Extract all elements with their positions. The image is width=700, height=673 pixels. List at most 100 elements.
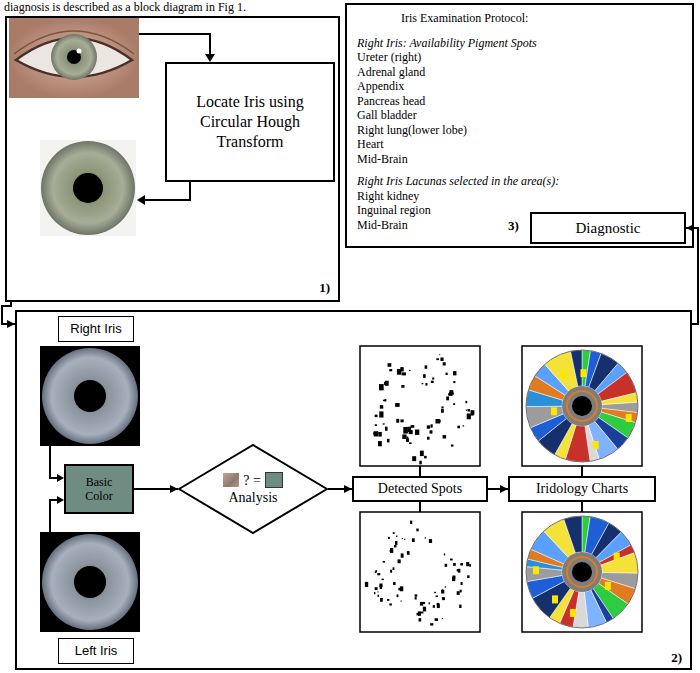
protocol-panel: Iris Examination Protocol:Right Iris: Av… — [345, 3, 694, 248]
figure-rect — [407, 551, 410, 555]
figure-rect — [461, 563, 463, 565]
figure-rect — [412, 456, 416, 461]
figure-rect — [404, 539, 405, 540]
figure-rect — [467, 413, 471, 419]
figure-rect — [443, 435, 447, 438]
figure-rect — [395, 541, 397, 545]
callout-number: 3) — [508, 218, 519, 234]
figure-rect — [430, 430, 433, 433]
figure-rect — [442, 617, 443, 619]
figure-rect — [451, 445, 454, 447]
figure-path — [139, 34, 210, 55]
figure-circle — [526, 350, 638, 462]
chart-sector — [571, 350, 582, 386]
figure-circle — [526, 516, 638, 628]
figure-rect — [432, 378, 434, 380]
figure-rect — [397, 594, 399, 597]
figure-rect — [429, 602, 430, 604]
callout-number: 2) — [671, 650, 682, 666]
figure-rect — [360, 512, 480, 632]
figure-rect — [375, 571, 377, 573]
figure-rect — [393, 567, 395, 570]
chart-sector — [564, 516, 582, 553]
figure-circle — [42, 348, 138, 444]
figure-rect — [415, 597, 417, 600]
figure-rect — [402, 372, 406, 375]
figure-rect — [397, 369, 401, 375]
figure-rect — [445, 586, 446, 587]
figure-rect — [626, 414, 632, 422]
figure-rect — [453, 371, 456, 375]
node-text: Right lung(lower lobe) — [357, 123, 682, 138]
figure-rect — [437, 604, 440, 608]
image-label: Left Iris — [58, 638, 134, 664]
figure-rect — [423, 607, 426, 612]
figure-rect — [365, 582, 368, 587]
process-box: Locate Iris using Circular Hough Transfo… — [165, 62, 335, 182]
iris-sample-icon — [223, 473, 239, 487]
figure-circle — [572, 396, 592, 416]
iridology-chart — [522, 512, 642, 632]
figure-rect — [421, 612, 424, 614]
figure-rect — [437, 419, 438, 421]
eye-photo — [9, 18, 139, 98]
figure-polygon — [205, 54, 215, 62]
node-text: Locate Iris using Circular Hough Transfo… — [193, 92, 307, 152]
basic-color-icon — [265, 472, 283, 488]
figure-rect — [605, 582, 611, 590]
figure-rect — [398, 559, 401, 563]
figure-rect — [390, 548, 393, 553]
figure-rect — [461, 582, 463, 585]
figure-rect — [430, 424, 432, 427]
iris-photo — [40, 140, 136, 236]
flow-arrow — [2, 302, 15, 324]
figure-rect — [440, 357, 443, 361]
node-text: Ureter (right) — [357, 50, 682, 65]
flow-line — [420, 466, 421, 476]
figure-rect — [570, 609, 576, 617]
figure-rect — [522, 346, 642, 466]
figure-rect — [471, 414, 474, 416]
figure-rect — [374, 592, 375, 594]
flow-arrow — [488, 488, 508, 490]
figure-rect — [360, 346, 480, 466]
figure-rect — [450, 559, 453, 561]
figure-rect — [457, 591, 460, 595]
image-label: Right Iris — [58, 316, 134, 342]
figure-rect — [410, 521, 412, 524]
figure-rect — [436, 595, 438, 597]
figure-rect — [420, 602, 423, 606]
figure-rect — [402, 434, 406, 439]
figure-rect — [400, 419, 403, 422]
figure-rect — [388, 537, 390, 539]
figure-rect — [533, 566, 539, 574]
figure-g — [526, 350, 638, 462]
figure-rect — [459, 605, 461, 608]
figure-rect — [390, 570, 392, 573]
figure-rect — [452, 577, 455, 581]
figure-circle — [77, 49, 82, 54]
figure-rect — [427, 425, 430, 428]
figure-rect — [420, 451, 424, 456]
figure-circle — [572, 562, 592, 582]
figure-rect — [380, 585, 382, 588]
figure-polygon — [57, 474, 64, 482]
left-iris-photo — [40, 532, 140, 632]
figure-path — [581, 502, 583, 512]
figure-path — [581, 466, 583, 476]
figure-circle — [51, 34, 97, 80]
figure-rect — [441, 409, 444, 413]
node-text: Mid-Brain — [357, 152, 682, 167]
figure-path — [50, 500, 57, 532]
figure-rect — [396, 419, 399, 423]
node-text: Adrenal gland — [357, 65, 682, 80]
node-text: Right Iris: Availability Pigment Spots — [357, 36, 682, 51]
figure-rect — [412, 538, 415, 542]
figure-rect — [383, 400, 385, 401]
process-box: Iridology Charts — [508, 476, 656, 502]
figure-rect — [394, 545, 397, 547]
figure-rect — [40, 140, 136, 236]
figure-rect — [408, 427, 411, 432]
figure-rect — [384, 382, 386, 385]
node-text: Right kidney — [357, 189, 682, 204]
